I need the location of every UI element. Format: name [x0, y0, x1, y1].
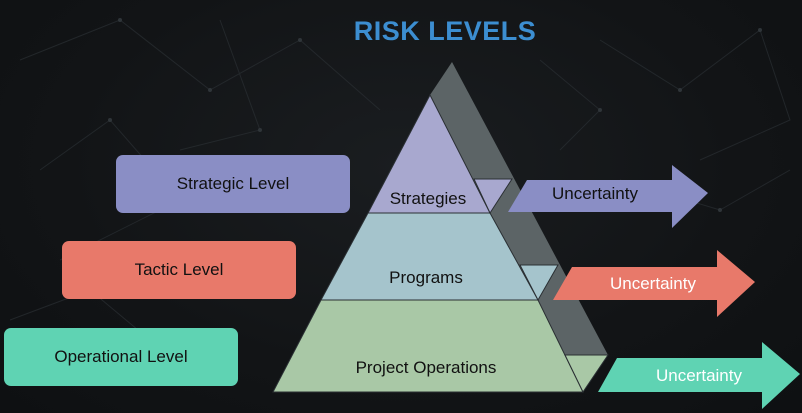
pyramid-top-label: Strategies: [390, 189, 467, 208]
pyramid-middle-label: Programs: [389, 268, 463, 287]
pyramid-middle-facet: [519, 264, 559, 302]
uncertainty-arrow-operational: [598, 342, 800, 409]
operational-level-label: Operational Level: [54, 347, 188, 366]
pyramid-bottom-facet: [564, 354, 609, 393]
tactic-level-label: Tactic Level: [134, 260, 224, 279]
pyramid-shadow-face: [430, 62, 608, 392]
pyramid-bottom-label: Project Operations: [356, 358, 497, 377]
uncertainty-arrow-tactic: [553, 250, 755, 317]
pyramid-bottom-layer: [272, 299, 584, 393]
uncertainty-arrow-operational-label: Uncertainty: [656, 366, 742, 385]
strategic-level-label: Strategic Level: [176, 174, 290, 193]
uncertainty-arrow-strategic: [508, 165, 708, 228]
pyramid-top-facet: [473, 178, 513, 215]
uncertainty-arrow-tactic-label: Uncertainty: [610, 274, 696, 293]
tactic-level-box: Tactic Level: [62, 241, 296, 299]
uncertainty-arrow-strategic-label: Uncertainty: [552, 184, 638, 203]
operational-level-box: Operational Level: [4, 328, 238, 386]
page-title: RISK LEVELS: [353, 16, 537, 46]
strategic-level-box: Strategic Level: [116, 155, 350, 213]
